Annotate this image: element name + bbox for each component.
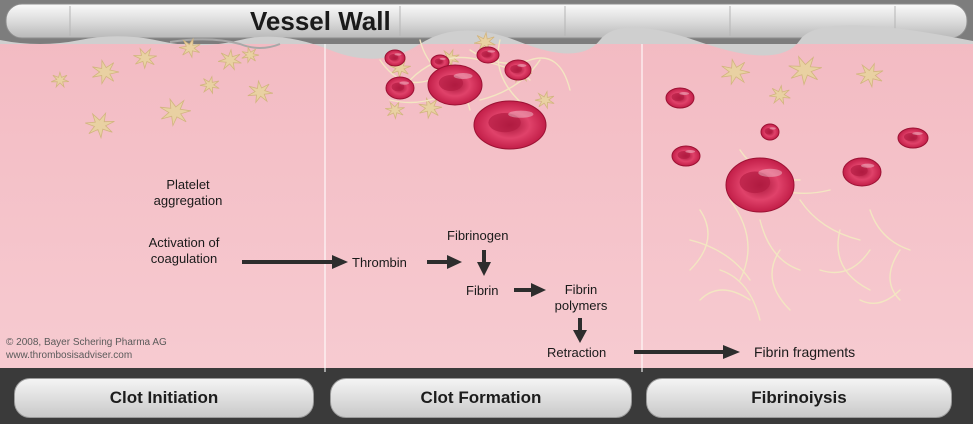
platelet: [721, 58, 751, 86]
fibrin-strand: [859, 289, 901, 304]
red-blood-cell: [897, 127, 929, 149]
panel-label-clot-formation: Clot Formation: [330, 378, 632, 418]
label-line: Platelet: [166, 177, 210, 192]
platelet: [385, 100, 405, 120]
red-blood-cells: [384, 46, 929, 213]
fibrin-strand: [799, 199, 861, 241]
fibrin-polymers-label: Fibrin polymers: [548, 282, 614, 314]
vessel-wall-title: Vessel Wall: [250, 6, 391, 36]
platelet: [133, 47, 157, 70]
fibrin-strand: [869, 209, 911, 251]
panel-label-fibrinolysis: Fibrinoiysis: [646, 378, 952, 418]
thrombin-label: Thrombin: [352, 255, 407, 270]
fibrin-strand: [771, 249, 791, 311]
fibrin-fragments-label: Fibrin fragments: [754, 344, 856, 360]
platelet: [51, 71, 69, 89]
red-blood-cell: [665, 87, 695, 109]
arrowhead: [723, 345, 740, 359]
fibrin-strand: [689, 209, 709, 271]
platelet: [217, 48, 242, 71]
fibrin-label: Fibrin: [466, 283, 499, 298]
fibrin-strand: [837, 229, 871, 291]
red-blood-cell: [760, 123, 780, 141]
platelet: [159, 97, 192, 127]
red-blood-cell: [504, 59, 532, 81]
label-line: Activation of: [148, 235, 220, 250]
arrowhead: [531, 283, 546, 297]
platelet: [92, 59, 120, 85]
fibrin-strand: [889, 249, 901, 301]
red-blood-cell: [671, 145, 701, 167]
fibrin-strand: [479, 59, 541, 101]
red-blood-cell: [427, 64, 483, 106]
arrowhead: [332, 255, 348, 269]
platelet: [855, 62, 884, 89]
red-blood-cell: [430, 54, 450, 70]
arrowhead: [477, 262, 491, 276]
damage-site: [169, 38, 281, 49]
label-line: coagulation: [150, 251, 218, 266]
red-blood-cell: [842, 157, 882, 187]
red-blood-cell: [476, 46, 500, 64]
platelet: [85, 111, 115, 140]
panel-label-clot-initiation: Clot Initiation: [14, 378, 314, 418]
red-blood-cell: [385, 76, 415, 100]
fibrin-strand: [759, 219, 801, 271]
platelet: [768, 84, 791, 106]
red-blood-cell: [473, 100, 547, 150]
platelet: [199, 75, 220, 95]
arrows: [242, 250, 740, 359]
arrowhead: [447, 255, 462, 269]
label-line: Fibrin: [564, 282, 598, 297]
fibrinogen-label: Fibrinogen: [447, 228, 509, 243]
fibrin-strand: [819, 249, 871, 274]
label-line: polymers: [554, 298, 608, 313]
copyright-url: www.thrombosisadviser.com: [6, 350, 133, 361]
red-blood-cell: [725, 157, 795, 213]
copyright-line: © 2008, Bayer Schering Pharma AG: [6, 337, 167, 348]
fibrin-strand: [699, 289, 751, 301]
label-line: aggregation: [153, 193, 223, 208]
fibrin-strand: [689, 239, 751, 281]
platelet: [247, 79, 274, 104]
platelet-aggregation-label: Platelet aggregation: [148, 177, 228, 209]
fibrin-strand: [719, 269, 761, 321]
platelet: [534, 90, 555, 110]
activation-of-coagulation-label: Activation of coagulation: [138, 235, 230, 267]
arrowhead: [573, 330, 587, 343]
platelet: [788, 55, 822, 86]
retraction-label: Retraction: [547, 345, 607, 360]
platelet: [241, 46, 260, 64]
red-blood-cell: [384, 49, 406, 67]
copyright-notice: © 2008, Bayer Schering Pharma AG www.thr…: [6, 336, 167, 362]
platelet: [178, 37, 201, 59]
